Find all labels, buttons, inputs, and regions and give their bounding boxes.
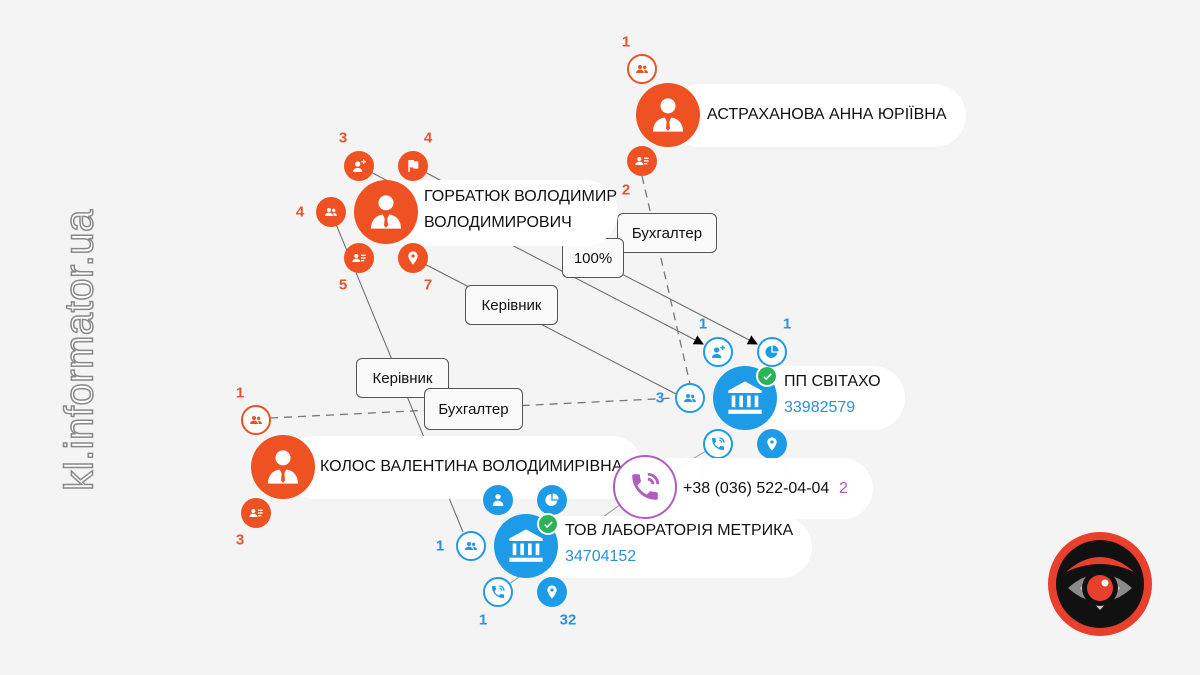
address-count: 32: [559, 611, 577, 629]
people-count: 3: [655, 389, 665, 407]
person-icon[interactable]: [251, 435, 315, 499]
people-icon[interactable]: [627, 54, 657, 84]
phone-icon[interactable]: [703, 429, 733, 459]
flag-icon[interactable]: [398, 151, 428, 181]
people-icon[interactable]: [675, 383, 705, 413]
person-icon[interactable]: [636, 83, 700, 147]
company-code[interactable]: 33982579: [784, 399, 856, 416]
company-code[interactable]: 34704152: [565, 548, 637, 565]
location-pin-icon[interactable]: [398, 243, 428, 273]
contacts-count: 5: [338, 276, 348, 294]
verified-check-icon: [756, 365, 778, 387]
verified-check-icon: [537, 513, 559, 535]
phone-number: +38 (036) 522-04-04: [683, 480, 830, 497]
edge-accountant-astrakhanova: [641, 175, 691, 385]
pie-chart-icon[interactable]: [757, 337, 787, 367]
phones-count: 1: [478, 611, 488, 629]
contacts-count: 3: [235, 531, 245, 549]
people-count: 4: [295, 203, 305, 221]
edge-label-accountant: Бухгалтер: [617, 213, 717, 253]
contact-list-icon[interactable]: [344, 243, 374, 273]
person-name: АСТРАХАНОВА АННА ЮРІЇВНА: [707, 106, 947, 123]
person-name: КОЛОС ВАЛЕНТИНА ВОЛОДИМИРІВНА: [320, 458, 623, 475]
people-count: 1: [235, 384, 245, 402]
edge-label-director: Керівник: [356, 358, 449, 398]
people-count: 1: [621, 33, 631, 51]
node-label-background: [526, 516, 812, 578]
founded-count: 3: [338, 129, 348, 147]
person-icon[interactable]: [354, 180, 418, 244]
company-name: ТОВ ЛАБОРАТОРІЯ МЕТРИКА: [565, 522, 794, 539]
phone-icon[interactable]: [483, 577, 513, 607]
location-pin-icon[interactable]: [757, 429, 787, 459]
location-pin-icon[interactable]: [537, 577, 567, 607]
shares-count: 1: [782, 315, 792, 333]
phone-count: 2: [839, 480, 848, 497]
person-name-line2: ВОЛОДИМИРОВИЧ: [424, 214, 572, 231]
node-label-background: [390, 180, 618, 246]
edge-director-svitakho: [412, 257, 677, 395]
edge-label-director: Керівник: [465, 285, 558, 325]
node-label-background: [668, 84, 966, 147]
edge-label-accountant: Бухгалтер: [424, 388, 523, 430]
person-up-icon[interactable]: [344, 151, 374, 181]
contact-list-icon[interactable]: [241, 498, 271, 528]
people-icon[interactable]: [456, 531, 486, 561]
node-label-background: [645, 458, 873, 519]
person-plus-icon[interactable]: [703, 337, 733, 367]
address-count: 7: [423, 276, 433, 294]
pie-chart-icon[interactable]: [537, 485, 567, 515]
person-name-line1: ГОРБАТЮК ВОЛОДИМИР: [424, 188, 617, 205]
company-name: ПП СВІТАХО: [784, 373, 881, 390]
phone-icon[interactable]: [613, 455, 677, 519]
founders-count: 1: [698, 315, 708, 333]
flag-count: 4: [423, 129, 433, 147]
node-label-background: [283, 436, 643, 499]
contact-list-icon[interactable]: [627, 146, 657, 176]
people-icon[interactable]: [241, 405, 271, 435]
informator-logo: [1048, 532, 1152, 636]
contacts-count: 2: [621, 181, 631, 199]
person-icon[interactable]: [483, 485, 513, 515]
people-icon[interactable]: [316, 197, 346, 227]
people-count: 1: [435, 537, 445, 555]
